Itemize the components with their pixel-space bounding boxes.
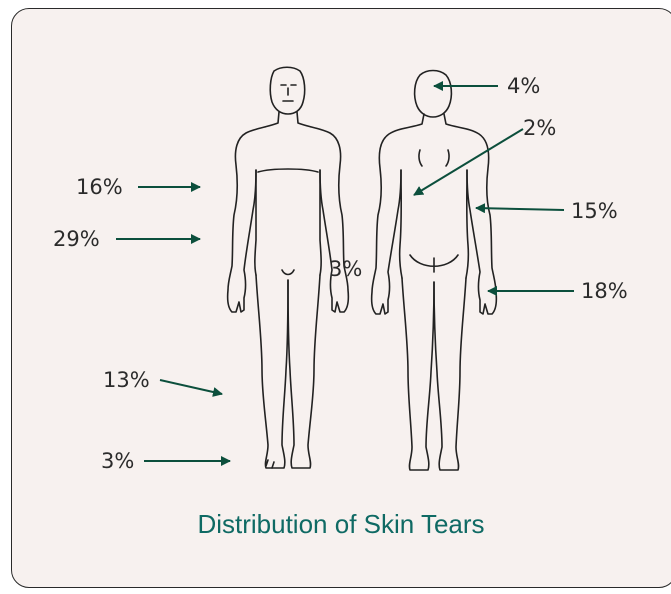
label-forearm: 29% [53, 227, 100, 251]
diagram-title: Distribution of Skin Tears [197, 509, 484, 539]
label-hand: 3% [329, 257, 362, 281]
label-lower-leg: 13% [103, 368, 150, 392]
label-upper-arm: 16% [76, 175, 123, 199]
label-back-hand: 18% [581, 279, 628, 303]
label-back-arm: 15% [571, 199, 618, 223]
back-body-outline [372, 71, 497, 471]
arrow-back [414, 129, 523, 195]
label-foot: 3% [101, 449, 134, 473]
arrow-lower-leg [160, 380, 222, 394]
label-back: 2% [523, 116, 556, 140]
label-head: 4% [507, 74, 540, 98]
